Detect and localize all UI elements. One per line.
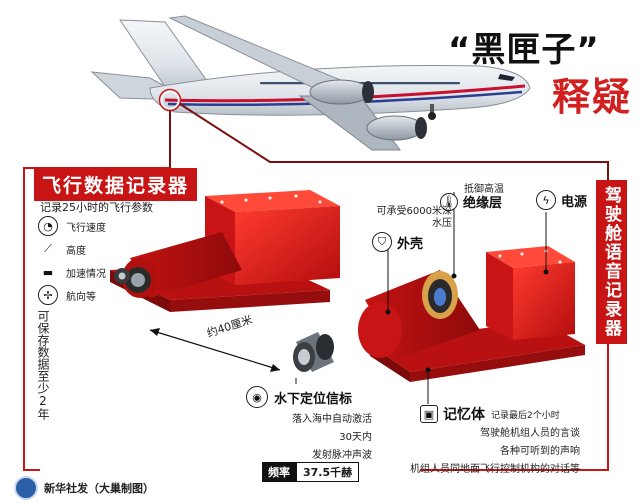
lightning-icon: ϟ xyxy=(536,190,556,210)
altitude-chart-icon: ⟋ xyxy=(38,239,58,259)
recorder-location-marker xyxy=(159,89,181,111)
xinhua-logo-icon xyxy=(14,476,38,500)
title-quoted: “黑匣子” xyxy=(448,30,600,70)
chip-icon: ▣ xyxy=(420,405,438,423)
fdr-storage-note: 可保存数据至少2年 xyxy=(36,310,50,420)
airplane xyxy=(90,15,531,151)
beacon-items: 落入海中自动激活 30天内 发射脉冲声波 xyxy=(292,414,372,461)
memory-items: 驾驶舱机组人员的言谈 各种可听到的声响 机组人员同地面飞行控制机构的对话等 xyxy=(410,428,580,475)
cvr-power-label: ϟ 电源 xyxy=(536,190,587,210)
fdr-param-item: ▬ 加速情况 xyxy=(38,262,106,282)
underwater-locator-beacon-device xyxy=(293,332,334,372)
fdr-param-item: ⟋ 高度 xyxy=(38,239,106,259)
cockpit-voice-recorder-device xyxy=(358,246,585,382)
frequency-label: 频率 xyxy=(262,462,296,482)
compass-icon: ✢ xyxy=(38,285,58,305)
cvr-shell-label: ⛉ 外壳 xyxy=(372,232,423,252)
memory-header: ▣ 记忆体 记录最后2个小时 xyxy=(420,404,560,424)
cvr-pressure-note: 可承受6000米深水压 xyxy=(376,206,452,229)
footer-credit: 新华社发（大巢制图） xyxy=(44,482,154,495)
beacon-header: ◉ 水下定位信标 xyxy=(246,386,352,408)
thermometer-icon: 🌡 xyxy=(440,192,458,211)
frequency-value: 37.5千赫 xyxy=(296,462,360,482)
fdr-param-item: ◔ 飞行速度 xyxy=(38,216,106,236)
fdr-param-list: ◔ 飞行速度 ⟋ 高度 ▬ 加速情况 ✢ 航向等 xyxy=(38,216,106,305)
footer: 新华社发（大巢制图） xyxy=(14,476,154,500)
signal-icon: ◉ xyxy=(246,386,268,408)
fdr-title: 飞行数据记录器 xyxy=(34,168,198,201)
cvr-title: 驾驶舱语音记录器 xyxy=(596,180,627,344)
title-red: 释疑 xyxy=(552,75,633,119)
cvr-heat-resist: 抵御高温 xyxy=(464,184,504,195)
cvr-insulation-label: 🌡 绝缘层 xyxy=(440,192,502,211)
fdr-subtitle: 记录25小时的飞行参数 xyxy=(40,201,153,214)
flight-data-recorder-device xyxy=(110,190,340,372)
beacon-frequency: 频率 37.5千赫 xyxy=(262,462,360,482)
shield-icon: ⛉ xyxy=(372,232,392,252)
fdr-param-item: ✢ 航向等 xyxy=(38,285,106,305)
acceleration-icon: ▬ xyxy=(38,262,58,282)
speedometer-icon: ◔ xyxy=(38,216,58,236)
